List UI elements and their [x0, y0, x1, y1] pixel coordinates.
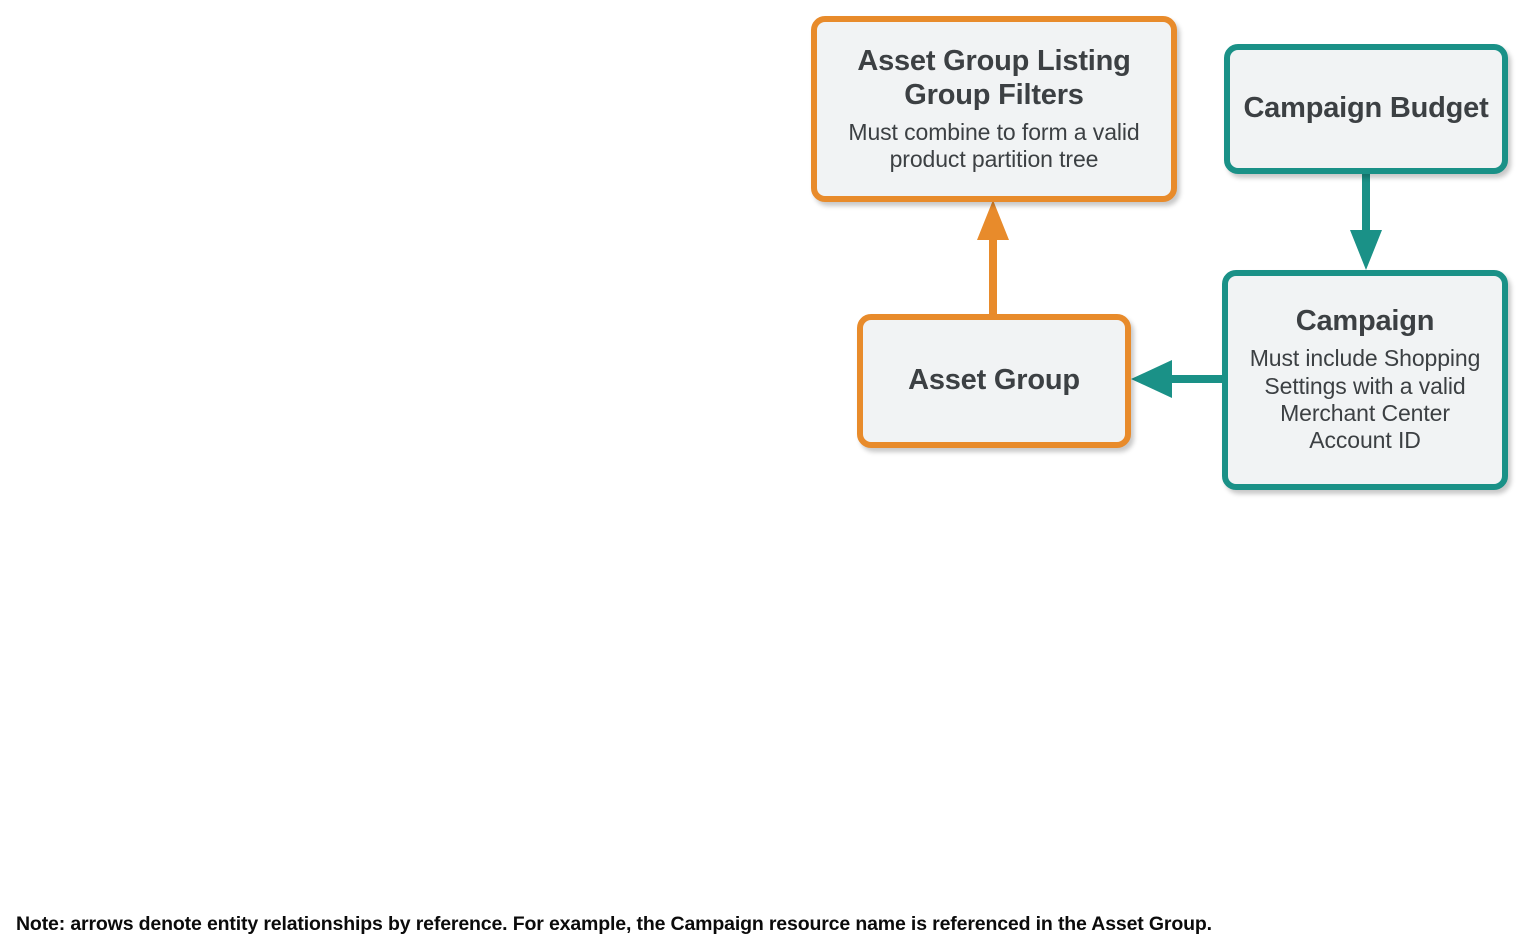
diagram-footnote: Note: arrows denote entity relationships… [16, 913, 1212, 935]
node-asset-group-listing-group-filters[interactable]: Asset Group Listing Group Filters Must c… [811, 16, 1177, 202]
node-campaign[interactable]: Campaign Must include Shopping Settings … [1222, 270, 1508, 490]
node-title: Asset Group [908, 364, 1080, 397]
node-subtitle: Must combine to form a valid product par… [848, 118, 1140, 172]
edge-campaign-to-asset-group [1131, 360, 1224, 398]
node-title: Campaign Budget [1243, 92, 1489, 125]
edge-campaign-budget-to-campaign [1350, 172, 1382, 270]
node-title: Asset Group Listing Group Filters [857, 44, 1131, 111]
node-title: Campaign [1295, 305, 1435, 338]
edge-asset-group-to-listing-group-filters [977, 200, 1009, 316]
node-subtitle: Must include Shopping Settings with a va… [1249, 345, 1481, 454]
node-campaign-budget[interactable]: Campaign Budget [1224, 44, 1508, 174]
node-asset-group[interactable]: Asset Group [857, 314, 1131, 448]
